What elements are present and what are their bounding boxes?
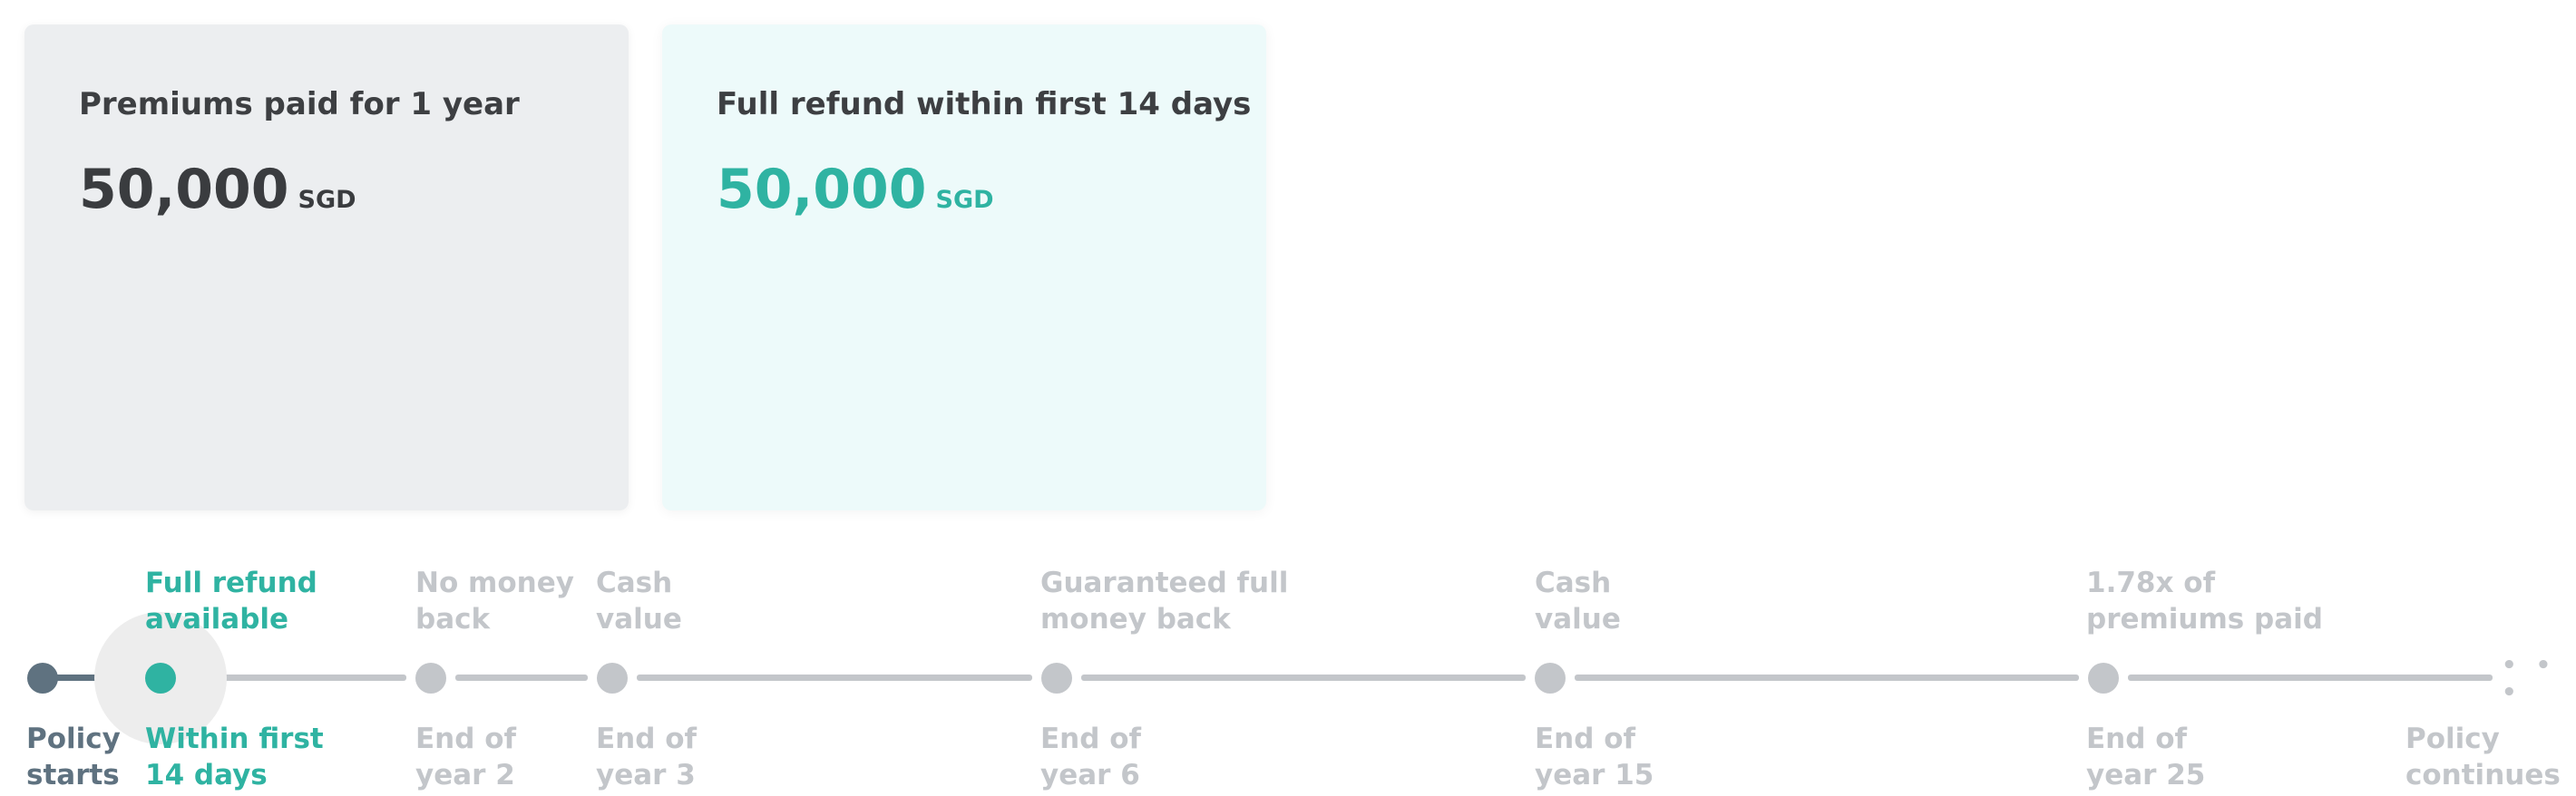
milestone-year-2-top-label: No money back <box>415 567 574 636</box>
milestone-policy-continues-bottom-label: Policy continues <box>2405 723 2561 791</box>
milestone-14-days-top-label: Full refund available <box>145 567 317 636</box>
milestone-dot-year-15[interactable] <box>1535 663 1566 694</box>
milestone-14-days-bottom-label: Within first 14 days <box>145 723 324 791</box>
milestone-year-6-top-label: Guaranteed full money back <box>1040 567 1289 636</box>
milestone-dot-year-25[interactable] <box>2088 663 2119 694</box>
milestone-dot-14-days[interactable] <box>145 663 176 694</box>
full-refund-card: Full refund within first 14 days 50,000 S… <box>662 24 1266 510</box>
policy-timeline: • • • Full refund available No money bac… <box>0 544 2576 796</box>
milestone-year-3-bottom-label: End of year 3 <box>596 723 698 791</box>
milestone-policy-start-bottom-label: Policy starts <box>26 723 121 791</box>
premiums-paid-card: Premiums paid for 1 year 50,000 SGD <box>24 24 629 510</box>
milestone-dot-policy-start[interactable] <box>27 663 58 694</box>
premiums-paid-currency: SGD <box>298 185 356 214</box>
milestone-year-3-top-label: Cash value <box>596 567 682 636</box>
timeline-track-segment <box>1575 675 2079 681</box>
milestone-year-15-top-label: Cash value <box>1535 567 1621 636</box>
timeline-track-segment <box>2128 675 2493 681</box>
milestone-year-25-bottom-label: End of year 25 <box>2086 723 2206 791</box>
timeline-track-segment <box>1081 675 1526 681</box>
full-refund-currency: SGD <box>935 185 994 214</box>
full-refund-value: 50,000 <box>717 157 927 221</box>
timeline-track-segment <box>160 675 406 681</box>
milestone-dot-year-3[interactable] <box>597 663 628 694</box>
premiums-paid-title: Premiums paid for 1 year <box>79 86 520 122</box>
timeline-continuation: • • • <box>2502 652 2557 706</box>
milestone-dot-year-6[interactable] <box>1041 663 1072 694</box>
premiums-paid-amount: 50,000 SGD <box>79 158 574 221</box>
milestone-year-2-bottom-label: End of year 2 <box>415 723 517 791</box>
full-refund-title: Full refund within first 14 days <box>717 86 1252 122</box>
timeline-track-segment <box>637 675 1032 681</box>
milestone-year-25-top-label: 1.78x of premiums paid <box>2086 567 2323 636</box>
full-refund-amount: 50,000 SGD <box>717 158 1212 221</box>
timeline-track-segment <box>455 675 588 681</box>
milestone-year-15-bottom-label: End of year 15 <box>1535 723 1654 791</box>
milestone-dot-year-2[interactable] <box>415 663 446 694</box>
milestone-year-6-bottom-label: End of year 6 <box>1040 723 1142 791</box>
premiums-paid-value: 50,000 <box>79 157 289 221</box>
